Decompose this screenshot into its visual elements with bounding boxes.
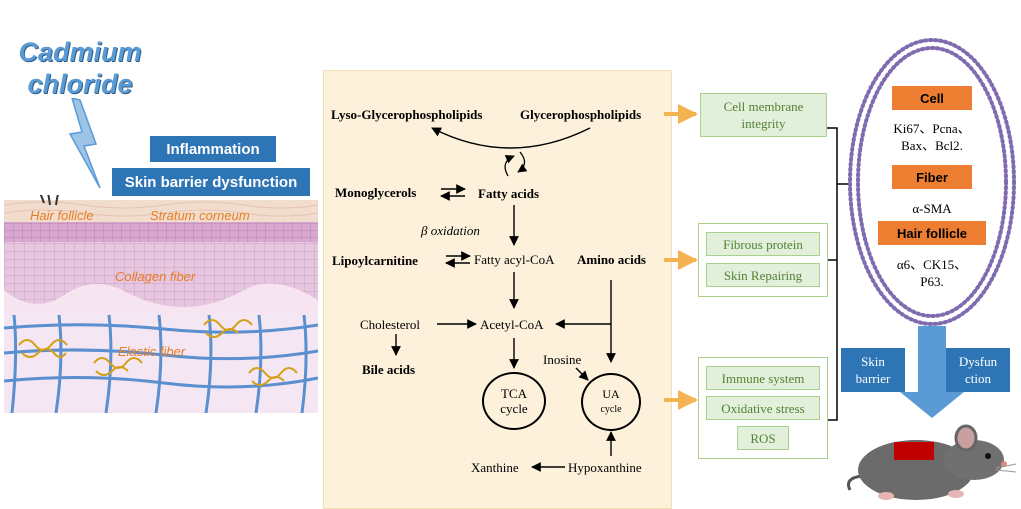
skin-barrier-dysfunction-label: Skin barrier dysfunction [112, 168, 310, 196]
inflammation-label: Inflammation [150, 136, 276, 162]
hair-follicle-marker-header: Hair follicle [878, 221, 986, 245]
collagen-fiber-label: Collagen fiber [115, 269, 196, 284]
fiber-marker-header: Fiber [892, 165, 972, 189]
ros-box: ROS [737, 426, 789, 450]
cell-marker-list: Ki67、Pcna、 Bax、Bcl2. [893, 121, 971, 153]
beta-oxidation: β oxidation [421, 223, 480, 238]
stratum-corneum-label: Stratum corneum [150, 208, 250, 223]
skin-repairing-box: Skin Repairing [706, 263, 820, 287]
monoglycerols: Monoglycerols [335, 185, 417, 200]
ua-cycle-label: UA [602, 387, 620, 401]
elastic-fiber-label: Elastic fiber [118, 344, 186, 359]
bile-acids: Bile acids [362, 362, 416, 377]
skin-barrier-box: Skin barrier [841, 348, 905, 392]
acetyl-coa: Acetyl-CoA [480, 317, 544, 332]
fiber-marker-list: α-SMA [912, 201, 952, 216]
fatty-acids: Fatty acids [478, 186, 540, 201]
hair-follicle-marker-list: α6、CK15、 P63. [896, 257, 968, 289]
skin-illustration [4, 195, 318, 413]
amino-acids: Amino acids [577, 252, 646, 267]
fatty-acyl-coa: Fatty acyl-CoA [474, 252, 555, 267]
lyso-glycerophospholipids: Lyso-Glycerophospholipids [331, 107, 483, 122]
tca-cycle: TCA cycle [482, 372, 546, 430]
lightning-icon [68, 98, 101, 189]
hypoxanthine: Hypoxanthine [568, 460, 642, 475]
immune-system-box: Immune system [706, 366, 820, 390]
fibrous-protein-box: Fibrous protein [706, 232, 820, 256]
glycerophospholipids: Glycerophospholipids [520, 107, 642, 122]
cell-membrane-integrity-box: Cell membrane integrity [700, 93, 827, 137]
dysfunction-box: Dysfun ction [946, 348, 1010, 392]
xanthine: Xanthine [471, 460, 519, 475]
ua-cycle: UA cycle [581, 373, 641, 431]
tca-cycle-label: TCA cycle [500, 386, 528, 416]
oxidative-stress-box: Oxidative stress [706, 396, 820, 420]
cadmium-chloride-title: Cadmium chloride [18, 37, 142, 99]
ua-cycle-sub: cycle [600, 404, 622, 415]
inosine: Inosine [543, 352, 582, 367]
hair-follicle-label: Hair follicle [30, 208, 94, 223]
cholesterol: Cholesterol [360, 317, 420, 332]
mouse-illustration [847, 424, 1017, 500]
cell-marker-header: Cell [892, 86, 972, 110]
lipoylcarnitine: Lipoylcarnitine [332, 253, 418, 268]
